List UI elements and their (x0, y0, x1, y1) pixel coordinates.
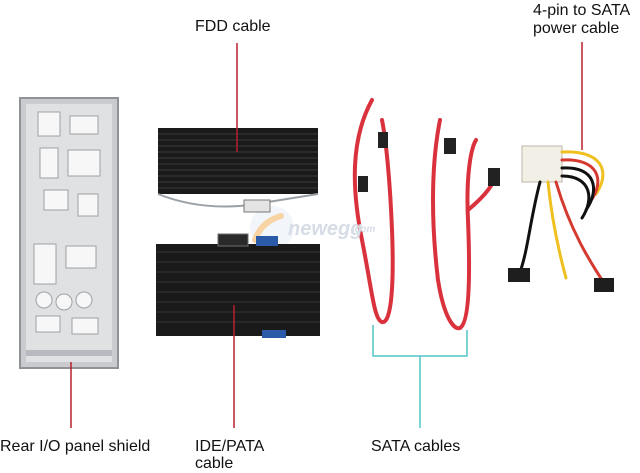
leader-sata (372, 325, 468, 428)
label-sata-cables: SATA cables (371, 438, 461, 455)
label-fdd-cable: FDD cable (195, 18, 271, 35)
sata-cables-image (352, 98, 500, 331)
io-shield-image (19, 97, 119, 369)
watermark-brand: newegg (288, 218, 363, 240)
leader-lines (70, 42, 583, 428)
label-io-shield: Rear I/O panel shield (0, 438, 151, 455)
label-ide-cable-line1: IDE/PATA (195, 438, 265, 455)
fdd-cable-image (157, 128, 319, 213)
label-power-cable-line2: power cable (533, 20, 620, 37)
label-ide-cable-line2: cable (195, 455, 234, 472)
watermark-suffix: .com (352, 224, 376, 235)
ide-cable-image (156, 233, 320, 338)
label-power-cable-line1: 4-pin to SATA (533, 2, 631, 19)
power-cable-image (508, 145, 614, 292)
